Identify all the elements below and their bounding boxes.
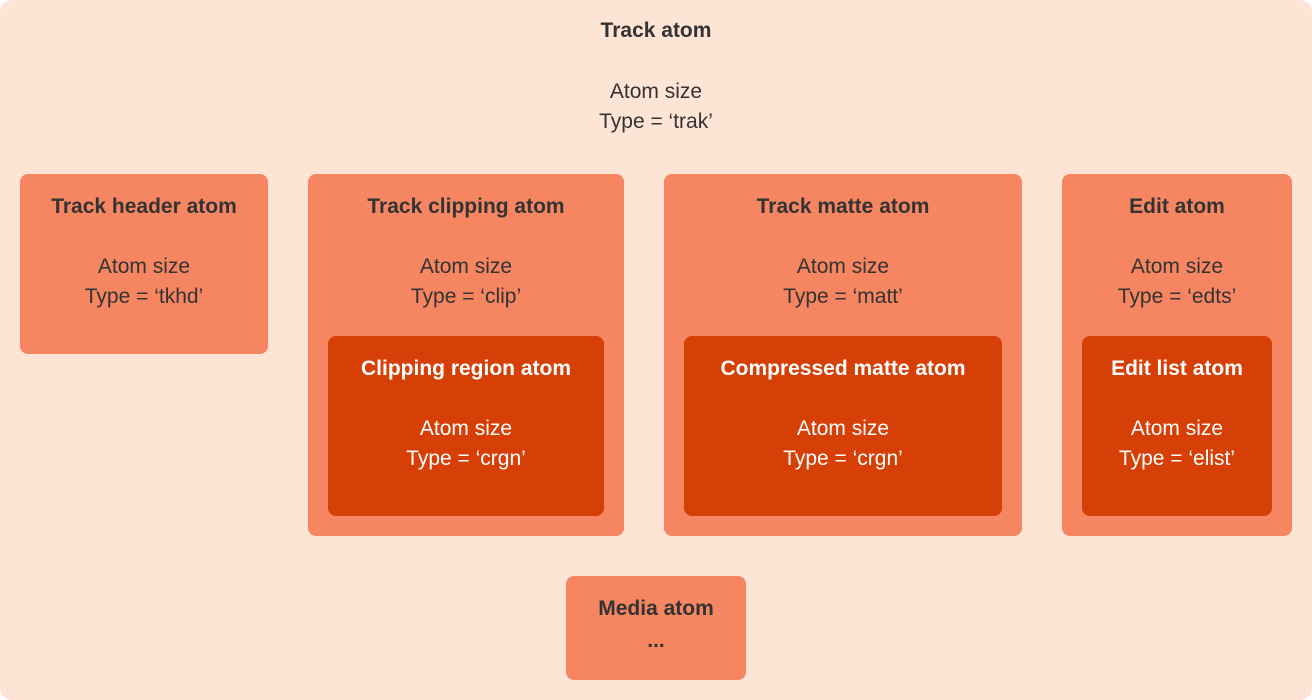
- media-atom-ellipsis: ...: [647, 629, 665, 652]
- edit-list-atom-title: Edit list atom: [1111, 357, 1243, 380]
- track-clipping-atom-title: Track clipping atom: [367, 195, 565, 218]
- edit-list-atom-type: Type = ‘elist’: [1118, 447, 1236, 470]
- media-atom: Media atom ...: [566, 576, 746, 680]
- compressed-matte-atom-type: Type = ‘crgn’: [783, 447, 903, 470]
- track-header-atom-size: Atom size: [97, 255, 191, 278]
- track-atom-title: Track atom: [600, 19, 712, 42]
- track-clipping-atom-size: Atom size: [419, 255, 513, 278]
- track-header-atom-title: Track header atom: [51, 195, 237, 218]
- clipping-region-atom-title: Clipping region atom: [361, 357, 571, 380]
- edit-atom-type: Type = ‘edts’: [1117, 285, 1237, 308]
- clipping-region-atom-type: Type = ‘crgn’: [406, 447, 526, 470]
- track-matte-atom-type: Type = ‘matt’: [783, 285, 903, 308]
- track-header-atom: Track header atom Atom size Type = ‘tkhd…: [20, 174, 268, 354]
- edit-atom-title: Edit atom: [1129, 195, 1225, 218]
- compressed-matte-atom-size: Atom size: [796, 417, 890, 440]
- compressed-matte-atom: Compressed matte atom Atom size Type = ‘…: [684, 336, 1002, 516]
- track-matte-atom-size: Atom size: [796, 255, 890, 278]
- track-clipping-atom-type: Type = ‘clip’: [410, 285, 522, 308]
- edit-atom: Edit atom Atom size Type = ‘edts’ Edit l…: [1062, 174, 1292, 536]
- track-atom-type: Type = ‘trak’: [599, 110, 713, 133]
- media-atom-title: Media atom: [598, 597, 714, 620]
- edit-list-atom: Edit list atom Atom size Type = ‘elist’: [1082, 336, 1272, 516]
- clipping-region-atom: Clipping region atom Atom size Type = ‘c…: [328, 336, 604, 516]
- track-matte-atom: Track matte atom Atom size Type = ‘matt’…: [664, 174, 1022, 536]
- track-header-atom-type: Type = ‘tkhd’: [84, 285, 204, 308]
- edit-atom-size: Atom size: [1130, 255, 1224, 278]
- track-matte-atom-title: Track matte atom: [756, 195, 930, 218]
- edit-list-atom-size: Atom size: [1130, 417, 1224, 440]
- clipping-region-atom-size: Atom size: [419, 417, 513, 440]
- track-clipping-atom: Track clipping atom Atom size Type = ‘cl…: [308, 174, 624, 536]
- compressed-matte-atom-title: Compressed matte atom: [720, 357, 966, 380]
- track-atom-size: Atom size: [609, 80, 703, 103]
